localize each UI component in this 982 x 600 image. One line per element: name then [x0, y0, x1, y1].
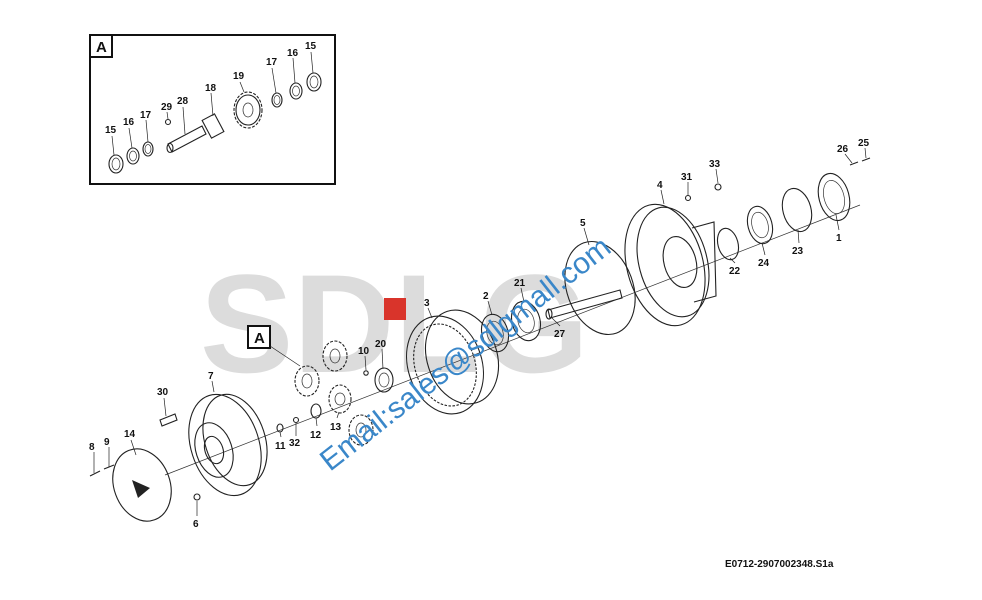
part-label-3: 3	[424, 298, 430, 309]
part-label-23: 23	[792, 246, 804, 257]
detail-label-18: 18	[205, 83, 217, 94]
detail-a-label: A	[96, 39, 107, 56]
part-label-2: 2	[483, 291, 489, 302]
part-4-hub	[624, 203, 717, 327]
detail-leaders	[111, 51, 314, 156]
detail-label-17a: 17	[140, 110, 152, 121]
detail-label-29: 29	[161, 102, 173, 113]
part-label-22: 22	[729, 266, 741, 277]
part-label-8: 8	[89, 442, 95, 453]
part-label-9: 9	[104, 437, 110, 448]
part-label-27: 27	[554, 329, 566, 340]
part-label-13: 13	[330, 422, 342, 433]
drawing-code: E0712-2907002348.S1a	[725, 559, 834, 570]
part-label-30: 30	[157, 387, 169, 398]
main-parts	[89, 157, 871, 522]
planet-gears	[294, 340, 374, 446]
part-7-carrier	[188, 393, 268, 497]
detail-label-19: 19	[233, 71, 245, 82]
part-label-1: 1	[836, 233, 842, 244]
detail-parts	[108, 72, 322, 174]
detail-label-28: 28	[177, 96, 189, 107]
detail-label-15a: 15	[105, 125, 117, 136]
main-leaders	[93, 147, 867, 516]
detail-label-set: 15 16 17 29 28 18 19 17 16 15	[105, 41, 317, 136]
watermark-logo: SDLG	[200, 245, 589, 402]
detail-label-16a: 16	[123, 117, 135, 128]
part-label-12: 12	[310, 430, 322, 441]
part-3-ring-gear	[406, 309, 499, 415]
part-14-cover	[112, 448, 172, 522]
part-label-6: 6	[193, 519, 199, 530]
part-label-20: 20	[375, 339, 387, 350]
detail-label-16b: 16	[287, 48, 299, 59]
part-label-11: 11	[275, 441, 286, 452]
part-label-7: 7	[208, 371, 214, 382]
part-label-4: 4	[657, 180, 663, 191]
part-label-25: 25	[858, 138, 870, 149]
part-label-21: 21	[514, 278, 526, 289]
detail-label-17b: 17	[266, 57, 278, 68]
part-label-5: 5	[580, 218, 586, 229]
part-label-10: 10	[358, 346, 370, 357]
part-label-24: 24	[758, 258, 770, 269]
main-label-set: 26 25 33 31 4 5 1 23 24 22 2 21 27 3 20 …	[89, 138, 870, 530]
watermark-logo-text: SDLG	[200, 245, 589, 402]
watermark-red-mark	[384, 298, 406, 320]
part-label-32: 32	[289, 438, 301, 449]
detail-a-box: A	[89, 34, 336, 185]
callout-a: A	[247, 325, 301, 367]
detail-label-15b: 15	[305, 41, 317, 52]
callout-a-label: A	[254, 330, 265, 347]
part-label-26: 26	[837, 144, 849, 155]
part-label-14: 14	[124, 429, 136, 440]
part-label-33: 33	[709, 159, 721, 170]
part-label-31: 31	[681, 172, 693, 183]
